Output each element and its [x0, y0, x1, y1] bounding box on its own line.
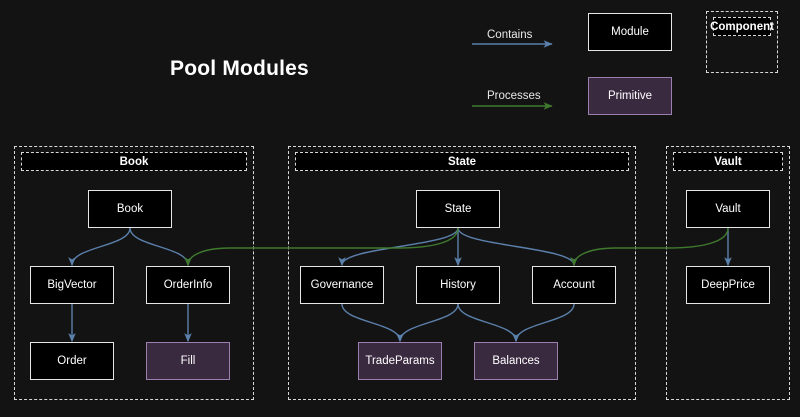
- edge-state-to-governance: [338, 227, 459, 267]
- node-orderinfo[interactable]: OrderInfo: [146, 266, 230, 304]
- node-governance[interactable]: Governance: [300, 266, 384, 304]
- node-account[interactable]: Account: [532, 266, 616, 304]
- legend-shape-component: Component: [706, 11, 778, 73]
- node-fill[interactable]: Fill: [146, 342, 230, 380]
- legend-shape-primitive-label: Primitive: [607, 90, 653, 102]
- node-label-deepprice: DeepPrice: [701, 279, 755, 291]
- node-label-governance: Governance: [310, 279, 374, 291]
- node-label-vault: Vault: [715, 203, 741, 215]
- node-label-history: History: [440, 279, 476, 291]
- edge-state-to-orderinfo: [184, 227, 459, 267]
- component-group-label-book: Book: [21, 152, 247, 171]
- node-label-fill: Fill: [180, 355, 196, 367]
- legend-label-processes: Processes: [487, 90, 541, 102]
- legend-shape-module-label: Module: [611, 26, 649, 38]
- node-vault[interactable]: Vault: [686, 190, 770, 228]
- node-balances[interactable]: Balances: [474, 342, 558, 380]
- edge-history-to-tradeparams: [396, 303, 459, 343]
- legend-shape-module: Module: [588, 13, 672, 51]
- node-bigvector[interactable]: BigVector: [30, 266, 114, 304]
- edge-book-to-orderinfo: [129, 227, 192, 267]
- node-label-book: Book: [116, 203, 144, 215]
- page-title: Pool Modules: [170, 57, 309, 80]
- node-label-tradeparams: TradeParams: [365, 355, 435, 367]
- edge-history-to-balances: [457, 303, 520, 343]
- component-group-state: State: [288, 146, 636, 400]
- edge-vault-to-account: [570, 227, 729, 267]
- edge-book-to-bigvector: [68, 227, 131, 267]
- legend-label-contains: Contains: [487, 29, 533, 41]
- node-state[interactable]: State: [416, 190, 500, 228]
- edge-state-to-account: [457, 227, 578, 267]
- node-order[interactable]: Order: [30, 342, 114, 380]
- node-deepprice[interactable]: DeepPrice: [686, 266, 770, 304]
- component-group-vault: Vault: [666, 146, 790, 400]
- node-label-balances: Balances: [492, 355, 540, 367]
- component-group-book: Book: [14, 146, 254, 400]
- legend-shape-component-label: Component: [710, 17, 774, 36]
- node-history[interactable]: History: [416, 266, 500, 304]
- component-group-label-vault: Vault: [673, 152, 783, 171]
- node-label-bigvector: BigVector: [47, 279, 97, 291]
- node-label-state: State: [444, 203, 472, 215]
- edge-account-to-balances: [512, 303, 575, 343]
- node-label-orderinfo: OrderInfo: [163, 279, 213, 291]
- node-label-account: Account: [553, 279, 595, 291]
- node-tradeparams[interactable]: TradeParams: [358, 342, 442, 380]
- edge-governance-to-tradeparams: [341, 303, 404, 343]
- component-group-label-state: State: [295, 152, 629, 171]
- node-book[interactable]: Book: [88, 190, 172, 228]
- legend-shape-primitive: Primitive: [588, 77, 672, 115]
- node-label-order: Order: [57, 355, 87, 367]
